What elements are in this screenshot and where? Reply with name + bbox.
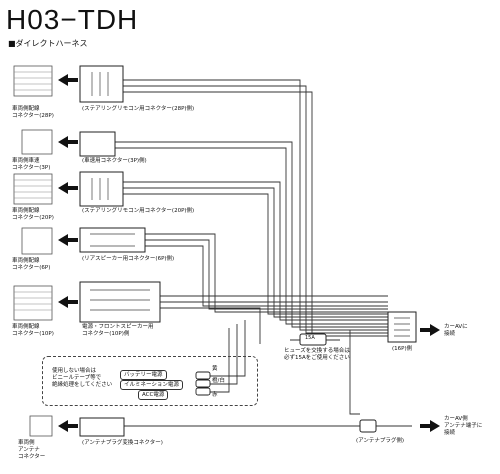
harness-connector-antenna (79, 417, 125, 437)
power-lead-battery: バッテリー電源 (120, 370, 167, 380)
unused-lead-note: 使用しない場合は ビニールテープ等で 絶縁処理をしてください (52, 368, 113, 388)
harness-connector-6p (79, 227, 146, 253)
vehicle-label-antenna: 車両側 アンテナ コネクター (18, 440, 46, 460)
vehicle-connector-20p (13, 173, 53, 205)
harness-label-20p: (ステアリングリモコン用コネクター(20P)側) (82, 208, 195, 214)
car-av-label: カーAVに 接続 (444, 324, 468, 337)
power-lead-acc: ACC電源 (138, 390, 169, 400)
arrow-to-vehicle-6 (58, 420, 78, 432)
antenna-plug-label: (アンテナプラグ側) (356, 438, 405, 444)
fuse-note: ヒューズを交換する場合は 必ず15Aをご使用ください (284, 348, 350, 361)
wire-acc (210, 328, 230, 393)
wire-illum (210, 324, 238, 385)
vehicle-label-6p: 車両側配線 コネクター(6P) (12, 258, 51, 271)
wire-20p-c (123, 193, 388, 315)
harness-label-10p: 電源・フロントスピーカー用 コネクター(10P)側 (82, 324, 154, 337)
arrow-to-vehicle-2 (58, 136, 78, 148)
vehicle-label-10p: 車両側配線 コネクター(10P) (12, 324, 54, 337)
arrow-to-vehicle-1 (58, 74, 78, 86)
wire-10p-c (160, 307, 261, 344)
vehicle-connector-antenna (29, 415, 53, 437)
wire-6p-c (145, 245, 388, 307)
terminal-acc (195, 387, 211, 396)
arrow-to-car-av (420, 324, 440, 336)
wire-20p-b (123, 187, 388, 318)
arrow-to-vehicle-4 (58, 234, 78, 246)
power-lead-acc-color: 赤 (212, 392, 218, 398)
wire-20p (123, 181, 388, 321)
power-lead-illumination: イルミネーション電源 (120, 380, 183, 390)
power-lead-illumination-color: 橙/白 (212, 378, 225, 384)
terminal-battery (195, 371, 211, 380)
fuse-rating: 15A (305, 335, 315, 341)
vehicle-connector-3p (21, 129, 53, 155)
wire-6p-b (145, 239, 388, 310)
harness-connector-10p (79, 281, 161, 323)
harness-connector-3p (79, 131, 116, 157)
harness-label-3p: (車速用コネクター(3P)側) (82, 158, 147, 164)
wire-6p (145, 233, 388, 313)
wire-battery (210, 320, 246, 377)
page-title: H03−TDH (6, 4, 139, 35)
vehicle-label-20p: 車両側配線 コネクター(20P) (12, 208, 54, 221)
main-connector-16p (387, 311, 417, 343)
arrow-to-antenna (420, 420, 440, 432)
terminal-illum (195, 379, 211, 388)
antenna-out-label: カーAV側 アンテナ端子に 接続 (444, 416, 483, 436)
wire-28p-b (123, 85, 388, 334)
vehicle-connector-28p (13, 65, 53, 97)
unused-lead-note-box (42, 356, 258, 406)
arrow-to-vehicle-5 (58, 296, 78, 308)
section-subtitle: ■ダイレクトハーネス (8, 39, 88, 48)
vehicle-connector-6p (21, 227, 53, 255)
wire-28p (123, 79, 388, 331)
arrow-to-vehicle-3 (58, 182, 78, 194)
vehicle-connector-10p (13, 285, 53, 321)
vehicle-label-3p: 車両側車速 コネクター(3P) (12, 158, 51, 171)
fuse-holder (299, 333, 327, 346)
wire-3p (115, 141, 388, 328)
power-lead-battery-color: 黄 (212, 366, 218, 372)
harness-label-6p: (リアスピーカー用コネクター(6P)側) (82, 256, 175, 262)
main-connector-label: (16P)側 (392, 346, 413, 352)
vehicle-label-28p: 車両側配線 コネクター(28P) (12, 106, 54, 119)
antenna-plug (359, 419, 377, 433)
wire-3p-b (115, 147, 388, 325)
harness-label-antenna: (アンテナプラグ変換コネクター) (82, 440, 163, 446)
harness-label-28p: (ステアリングリモコン用コネクター(28P)側) (82, 106, 195, 112)
harness-connector-28p (79, 65, 124, 103)
harness-connector-20p (79, 171, 124, 207)
